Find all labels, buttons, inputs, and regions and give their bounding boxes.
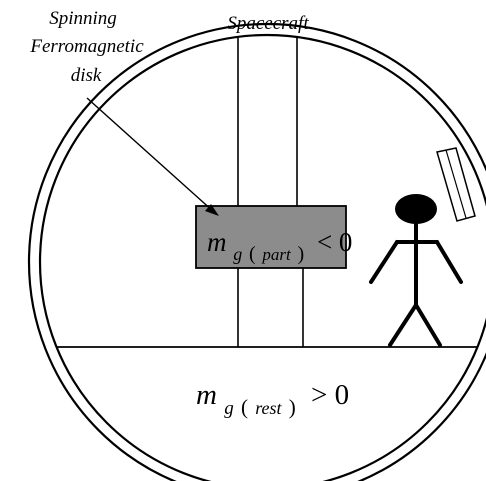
label-ferromagnetic: Ferromagnetic	[29, 36, 144, 57]
label-spacecraft: Spacecraft	[227, 13, 309, 34]
label-spinning: Spinning	[49, 8, 117, 29]
pointer-arrow-line	[87, 98, 214, 212]
formula-rest: m g ( rest ) > 0	[196, 379, 349, 421]
label-disk: disk	[71, 65, 102, 86]
stick-figure-icon	[371, 194, 461, 345]
